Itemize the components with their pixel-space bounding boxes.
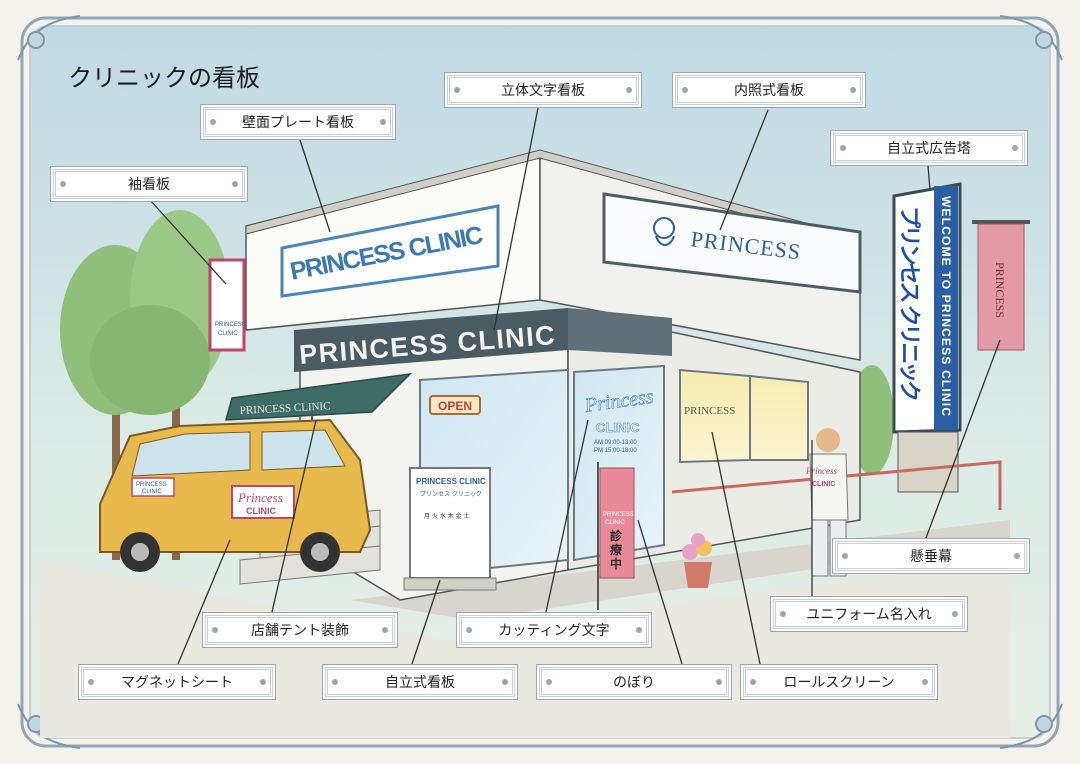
label-cutting: カッティング文字 (456, 612, 652, 648)
car-door-text-2: CLINIC (246, 506, 276, 516)
railing (671, 460, 1002, 510)
uniform-text-2: CLINIC (812, 481, 835, 488)
nobori-flag (599, 467, 635, 579)
stand-sign-sub: プリンセス クリニック (420, 491, 482, 498)
wall-plate-sign (280, 204, 500, 298)
projecting-sign-text-1: PRINCESS (215, 322, 246, 328)
uniform-text-1: Princess (805, 466, 837, 476)
open-sign-text: OPEN (438, 399, 472, 413)
projecting-sign-text-2: CLINIC (218, 331, 238, 337)
tower-main-text: プリンセス クリニック (896, 206, 921, 402)
rose-icon (653, 217, 675, 246)
window-clinic-text: CLINIC (596, 420, 640, 435)
car-text-1: PRINCESS (136, 482, 167, 488)
shrub-right (850, 365, 894, 475)
label-rittai-moji: 立体文字看板 (444, 72, 642, 108)
nobori-text-2: CLINIC (605, 520, 625, 526)
projecting-sign (208, 258, 246, 352)
stand-sign-days: 月 火 水 木 金 土 (424, 512, 470, 520)
stand-sign-base (403, 577, 497, 591)
window-hours-pm: PM 15:00-18:00 (594, 448, 637, 454)
magnet-sheet-hood (131, 477, 175, 497)
car-door-text-1: Princess (237, 490, 283, 505)
label-naisho-shiki: 内照式看板 (672, 72, 866, 108)
hanging-banner (977, 223, 1025, 351)
label-uniform: ユニフォーム名入れ (770, 596, 968, 632)
tower-side-text: WELCOME TO PRINCESS CLINIC (939, 196, 953, 416)
nobori-text-4: 療 (610, 542, 622, 557)
label-jiritsu: 自立式看板 (322, 664, 518, 700)
ornamental-frame (20, 16, 1060, 748)
window-cutting-panel (573, 364, 665, 562)
car-text-2: CLINIC (142, 489, 162, 495)
label-magnet: マグネットシート (78, 664, 276, 700)
tent-text: PRINCESS CLINIC (240, 400, 331, 417)
awning-tent (225, 372, 413, 421)
label-jiritsu-tower: 自立式広告塔 (830, 130, 1028, 166)
magnet-sheet-door (231, 485, 295, 519)
window-right-2 (749, 374, 809, 461)
label-hekimen-plate: 壁面プレート看板 (200, 104, 396, 140)
page-title: クリニックの看板 (68, 64, 260, 92)
frame-flourish-icon (17, 15, 1063, 749)
label-sode: 袖看板 (50, 166, 248, 202)
roll-screen-text: PRINCESS (684, 405, 735, 417)
tower-base (897, 431, 959, 493)
stand-sign-title: PRINCESS CLINIC (416, 477, 486, 486)
fascia-side (568, 308, 672, 356)
label-tent: 店舗テント装飾 (202, 612, 398, 648)
nobori-text-3: 診 (610, 528, 623, 543)
label-roll-screen: ロールスクリーン (740, 664, 938, 700)
label-nobori: のぼり (536, 664, 732, 700)
tower-side-strip (934, 186, 958, 430)
fascia-panel (294, 308, 568, 372)
window-hours-am: AM 09:00-13:00 (594, 440, 637, 446)
open-sign (429, 395, 481, 415)
stand-sign (409, 467, 491, 579)
flowerpot (682, 533, 712, 588)
nobori-text-5: 中 (610, 556, 622, 571)
nobori-text-1: PRINCESS (603, 512, 634, 518)
banner-text: PRINCESS (993, 262, 1007, 318)
label-kensui: 懸垂幕 (832, 538, 1030, 574)
banner-rod (972, 220, 1030, 224)
